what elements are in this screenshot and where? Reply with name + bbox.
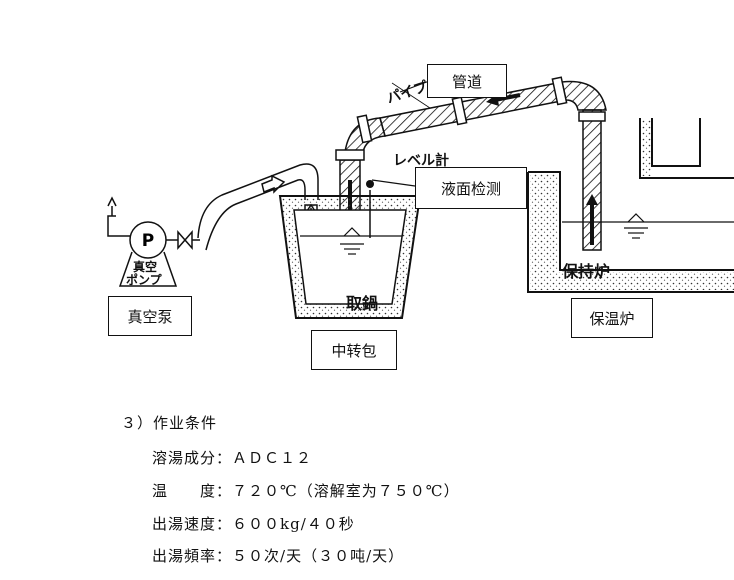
condition-row-composition: 溶湯成分：ＡＤＣ１２ — [152, 447, 312, 468]
condition-label: 温 度： — [152, 482, 233, 500]
holding-furnace — [527, 118, 734, 293]
condition-label: 出湯速度： — [152, 515, 233, 533]
condition-value: ７２０℃（溶解室为７５０℃） — [232, 482, 460, 500]
ladle — [278, 180, 422, 319]
furnace-jp-note: 保持炉 — [562, 262, 611, 281]
pump-jp-note-2: ポンプ — [126, 273, 162, 287]
pump-jp-note-1: 真空 — [133, 260, 158, 274]
condition-row-speed: 出湯速度：６００kg/４０秒 — [152, 513, 355, 534]
svg-text:P: P — [142, 231, 154, 251]
condition-value: ＡＤＣ１２ — [232, 449, 313, 467]
holding-furnace-label: 保温炉 — [571, 298, 653, 338]
ladle-jp-note: 取鍋 — [346, 294, 379, 313]
condition-label: 出湯頻率： — [152, 547, 233, 565]
vacuum-pump — [107, 196, 200, 287]
vacuum-pump-symbol: P — [142, 231, 154, 251]
condition-label: 溶湯成分： — [152, 449, 233, 467]
ladle-label: 中转包 — [311, 330, 397, 370]
level-meter-jp-note: レベル計 — [393, 153, 449, 169]
pipe-label: 管道 — [427, 64, 507, 98]
condition-value: ５０次/天（３０吨/天） — [232, 547, 405, 565]
condition-row-frequency: 出湯頻率：５０次/天（３０吨/天） — [152, 545, 404, 566]
vacuum-pump-label: 真空泵 — [108, 296, 192, 336]
process-diagram: P — [107, 76, 734, 319]
conditions-heading: ３）作业条件 — [121, 414, 218, 432]
condition-row-temperature: 温 度：７２０℃（溶解室为７５０℃） — [152, 480, 460, 501]
liquid-level-mark-furnace — [624, 213, 648, 239]
condition-value: ６００kg/４０秒 — [232, 515, 355, 533]
level-detect-label: 液面检测 — [415, 167, 527, 209]
liquid-level-mark-ladle — [340, 227, 364, 255]
